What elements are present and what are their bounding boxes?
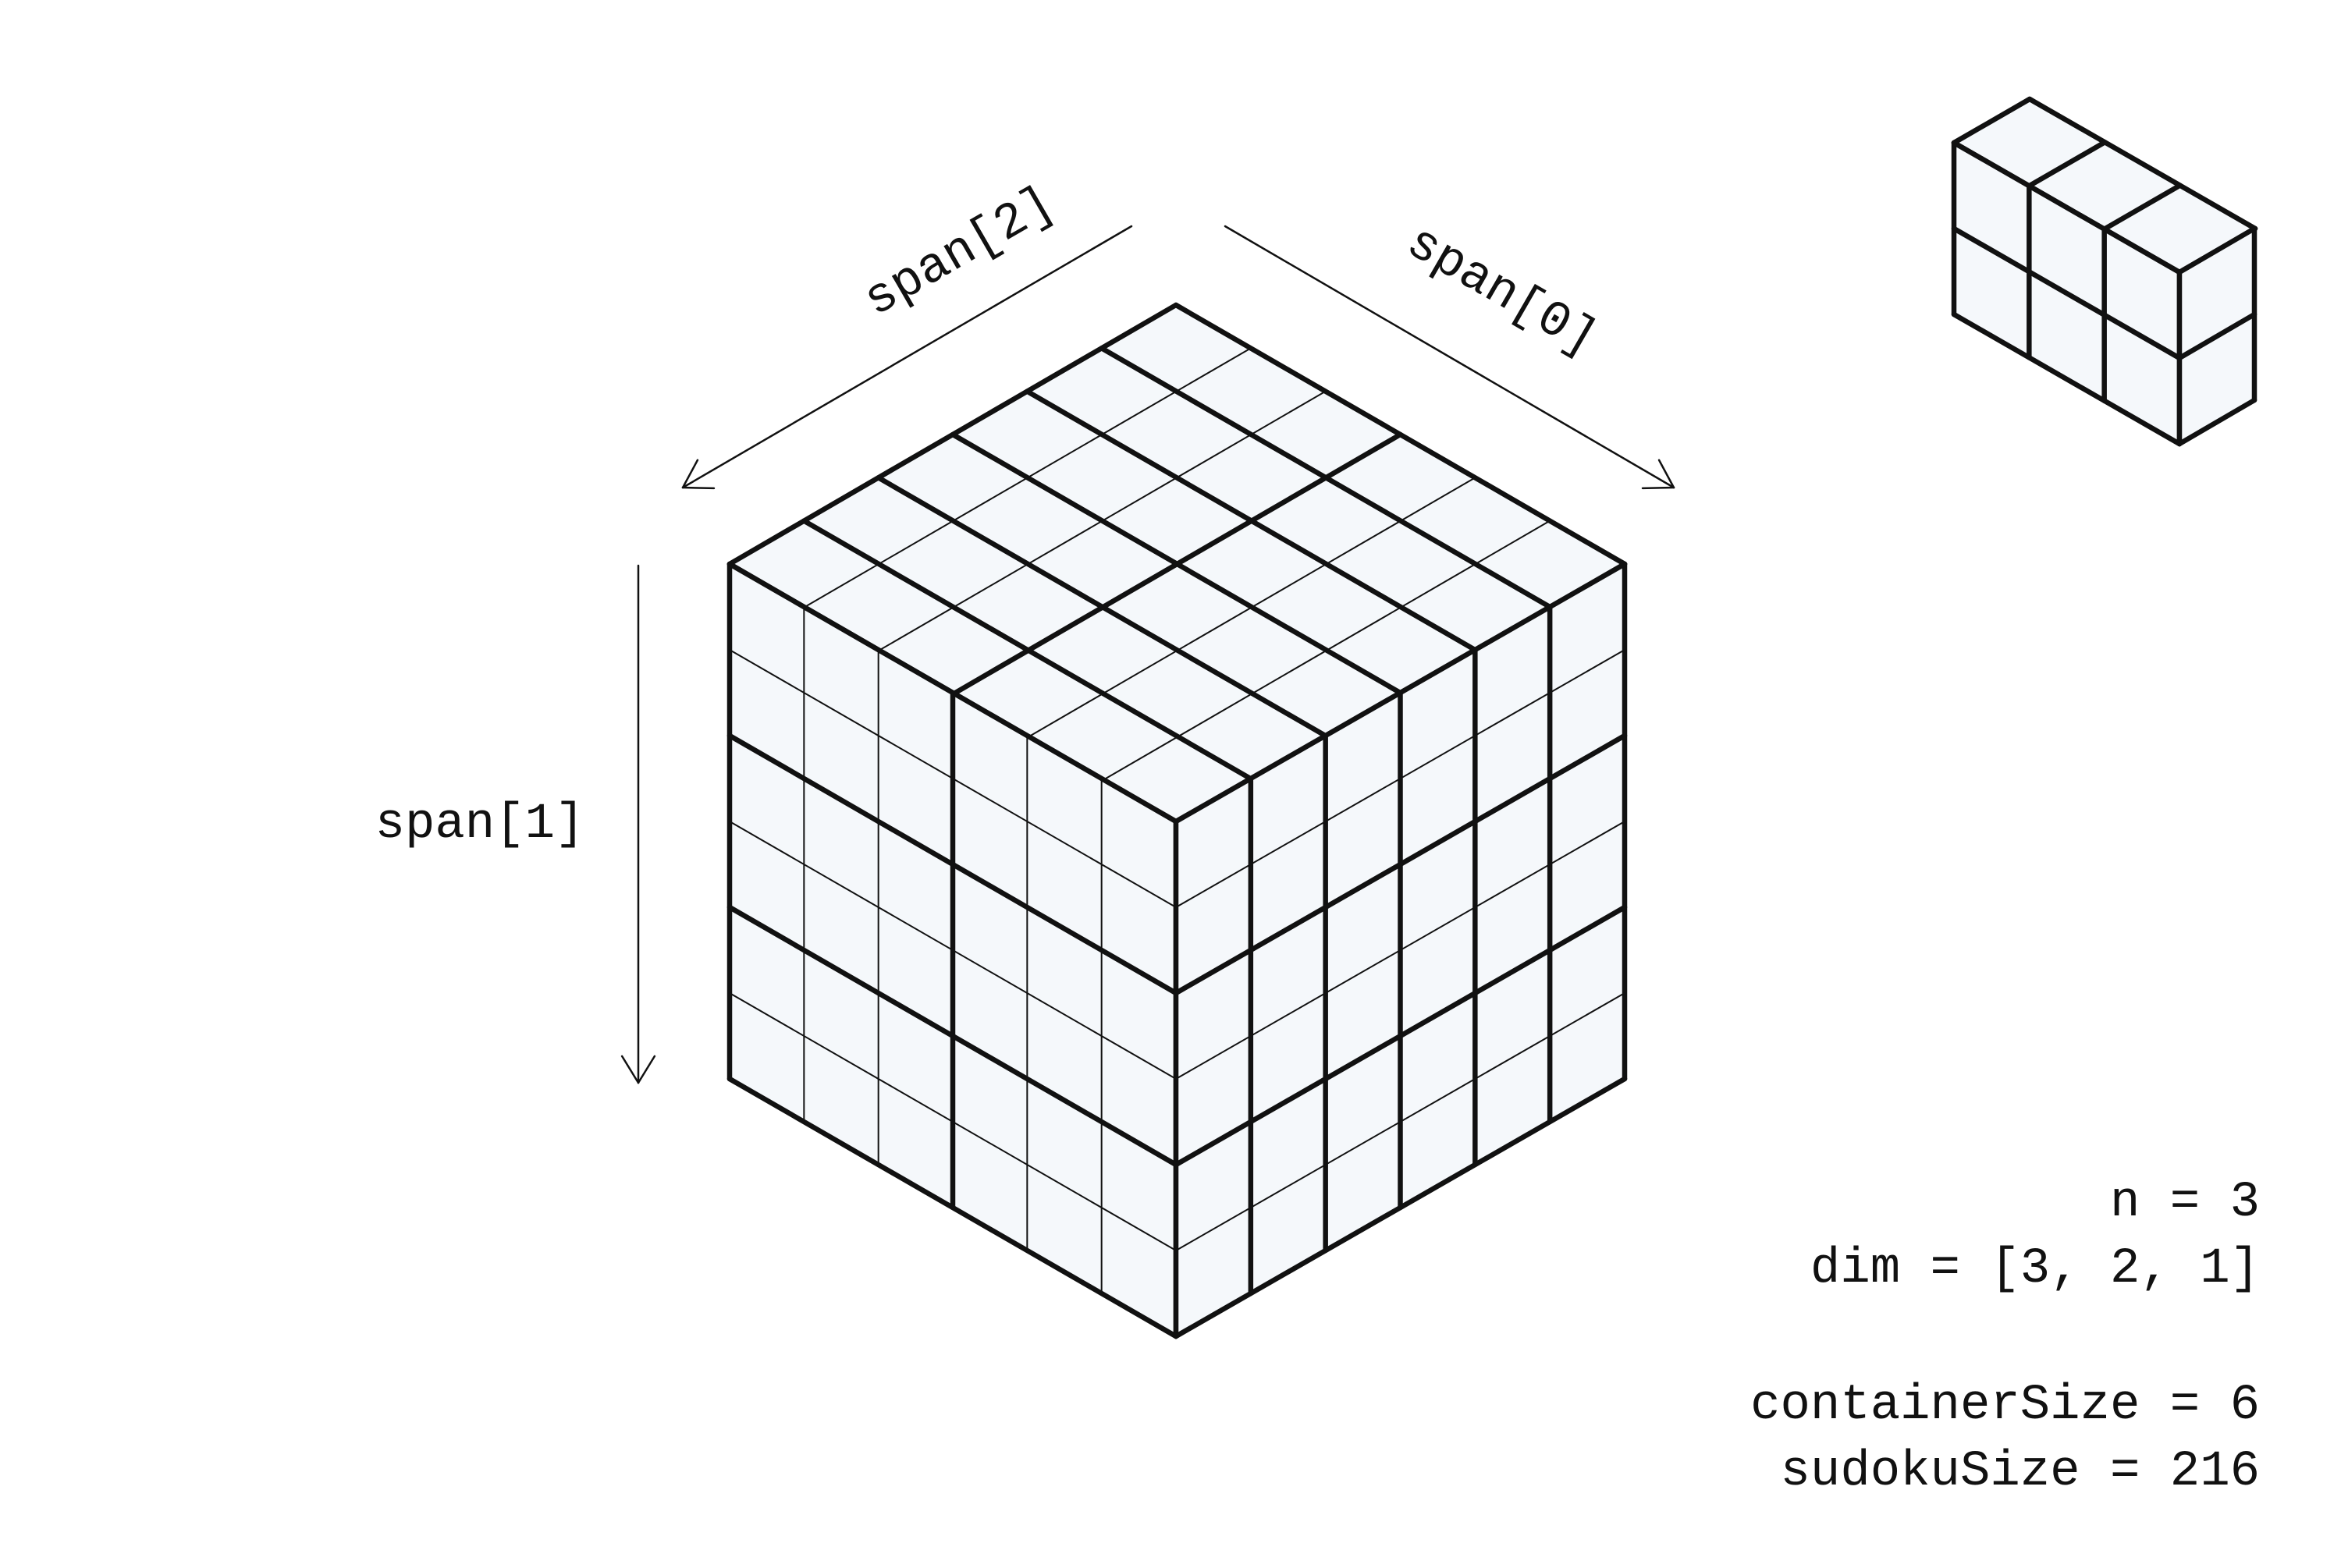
box-side-face [2176,225,2258,447]
cube-right-face-line-b4 [1173,904,1628,1168]
box-top-face-line-b0 [1951,96,2033,146]
cube-right-face-line-b1 [1175,649,1625,908]
box-side-face-line-b0 [2176,225,2258,275]
cube-left-face-line-b5 [729,992,1177,1251]
box-top-face-fill [1954,99,2255,272]
span1-arrow-head-right [620,1055,640,1084]
container-box-3x2x1 [1951,96,2258,447]
span1-label: span[1] [375,796,585,853]
box-front-face [1951,140,2183,447]
cube-top-face-line-b0 [726,302,1179,567]
cube-6x6x6 [726,302,1628,1339]
cube-left-face-line-b1 [729,649,1177,908]
span2-arrow-shaft [681,225,1133,489]
span2-arrow-head-right [681,459,699,489]
axis-arrows [620,225,1675,1084]
span0-arrow-shaft [1224,225,1675,489]
cube-top-face-line-b2 [878,390,1327,651]
param-sudoku-size: sudokuSize = 216 [1781,1444,2261,1500]
span1-arrow-head-left [637,1055,656,1084]
cube-left-face-line-b0 [726,561,1179,825]
box-top-face-line-b2 [2101,183,2183,232]
cube-right-face [1173,561,1628,1339]
cube-top-face-line-b3 [951,431,1403,697]
cube-right-face-line-b0 [1173,561,1628,825]
box-front-face-line-b1 [1951,225,2183,361]
span2-arrow [681,225,1133,490]
span2-label: span[2] [855,176,1065,330]
span0-arrow-head-left [1657,459,1675,489]
box-top-face-line-b1 [2027,140,2108,189]
param-dim: dim = [3, 2, 1] [1810,1241,2260,1297]
cube-left-face-line-b2 [726,733,1179,996]
cube-top-face-line-b5 [1103,520,1551,781]
span1-arrow [620,564,656,1084]
span0-label: span[0] [1397,215,1607,369]
cube-right-face-line-b5 [1175,992,1625,1251]
param-container-size: containerSize = 6 [1750,1378,2260,1434]
cube-left-face-line-b4 [726,904,1179,1168]
cube-right-face-line-b2 [1173,733,1628,996]
box-side-face-line-b2 [2176,397,2258,447]
param-n: n = 3 [2110,1175,2260,1231]
cube-top-face-line-b1 [803,347,1252,608]
span0-arrow [1224,225,1675,490]
box-top-face-line-a0 [2027,96,2258,232]
cube-left-face-line-b6 [726,1076,1179,1339]
cube-right-face-line-b3 [1175,821,1625,1080]
cube-right-face-line-b6 [1173,1076,1628,1339]
cube-left-face-line-b3 [729,821,1177,1080]
box-front-face-line-b2 [1951,311,2183,447]
box-front-face-line-b0 [1951,140,2183,275]
box-side-face-line-b1 [2176,311,2258,361]
cube-top-face-line-b4 [1028,477,1476,738]
